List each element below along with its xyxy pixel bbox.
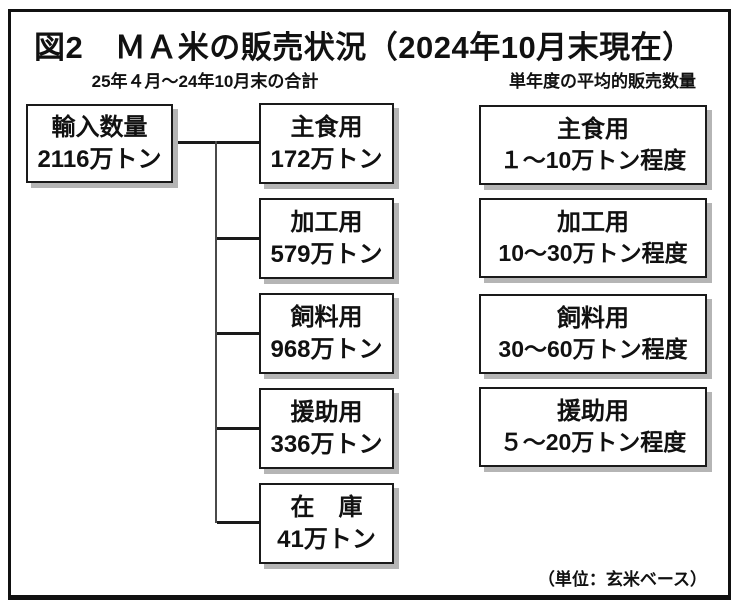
cumulative-label: 在 庫: [290, 494, 363, 522]
cumulative-label: 加工用: [290, 209, 363, 237]
annual-label: 援助用: [557, 398, 629, 426]
cumulative-value: 41万トン: [277, 525, 376, 553]
cumulative-label: 援助用: [290, 399, 363, 427]
annual-value: 30～60万トン程度: [498, 335, 688, 362]
cumulative-value: 968万トン: [270, 335, 383, 363]
annual-box-processing: 加工用 10～30万トン程度: [479, 198, 707, 278]
connector-branch-feed: [217, 332, 259, 335]
cumulative-box-staple: 主食用 172万トン: [259, 103, 394, 184]
annual-label: 主食用: [557, 116, 629, 144]
cumulative-value: 579万トン: [270, 240, 383, 268]
annual-value: 10～30万トン程度: [498, 239, 688, 266]
cumulative-box-processing: 加工用 579万トン: [259, 198, 394, 279]
import-total-box: 輸入数量 2116万トン: [26, 104, 173, 183]
connector-branch-aid: [217, 427, 259, 430]
annual-box-feed: 飼料用 30～60万トン程度: [479, 294, 707, 374]
annual-box-staple: 主食用 １～10万トン程度: [479, 105, 707, 185]
right-column-header: 単年度の平均的販売数量: [509, 72, 696, 91]
import-total-value: 2116万トン: [37, 145, 162, 173]
annual-label: 加工用: [557, 209, 629, 237]
cumulative-box-feed: 飼料用 968万トン: [259, 293, 394, 374]
cumulative-box-aid: 援助用 336万トン: [259, 388, 394, 469]
annual-value: １～10万トン程度: [499, 146, 687, 173]
cumulative-value: 172万トン: [270, 145, 383, 173]
figure-title: 図2 ＭＡ米の販売状況（2024年10月末現在）: [34, 30, 694, 65]
annual-box-aid: 援助用 ５～20万トン程度: [479, 387, 707, 467]
annual-label: 飼料用: [557, 305, 629, 333]
left-column-header: 25年４月～24年10月末の合計: [91, 72, 319, 91]
cumulative-label: 主食用: [290, 114, 363, 142]
connector-trunk-line: [215, 141, 217, 523]
unit-footnote: （単位：玄米ベース）: [537, 570, 707, 589]
cumulative-box-stock: 在 庫 41万トン: [259, 483, 394, 564]
cumulative-value: 336万トン: [270, 430, 383, 458]
import-total-label: 輸入数量: [51, 114, 148, 142]
connector-branch-processing: [217, 237, 259, 240]
annual-value: ５～20万トン程度: [499, 428, 687, 455]
connector-branch-stock: [217, 521, 259, 524]
cumulative-label: 飼料用: [290, 304, 363, 332]
